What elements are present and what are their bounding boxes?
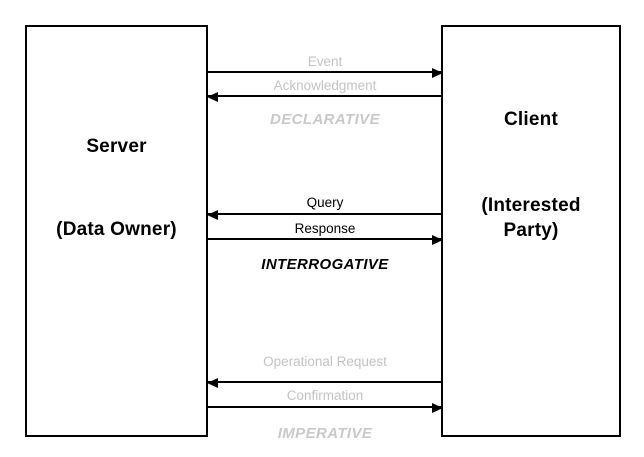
arrowhead-right-icon	[432, 235, 443, 245]
group-label-interrogative: INTERROGATIVE	[261, 256, 389, 273]
group-label-declarative: DECLARATIVE	[270, 111, 380, 128]
arrowhead-left-icon	[207, 210, 218, 220]
actor-server-name: Server	[86, 136, 147, 157]
message-arrow-event	[208, 68, 443, 78]
actor-box-server: Server (Data Owner)	[25, 25, 208, 437]
actor-server-subtitle: (Data Owner)	[56, 219, 177, 240]
message-arrow-query	[207, 210, 442, 220]
message-label-acknowledgment: Acknowledgment	[273, 78, 377, 93]
actor-client-subtitle-line2: Party)	[503, 220, 559, 241]
arrowhead-right-icon	[432, 403, 443, 413]
message-label-event: Event	[307, 54, 343, 69]
actor-client-name: Client	[504, 109, 558, 130]
message-arrow-operational-request	[207, 378, 442, 388]
actor-box-client: Client (Interested Party)	[441, 25, 621, 437]
group-label-imperative: IMPERATIVE	[277, 425, 373, 442]
message-arrow-confirmation	[208, 403, 443, 413]
message-arrow-response	[208, 235, 443, 245]
message-label-operational-request: Operational Request	[263, 354, 387, 369]
actor-client-subtitle: (Interested Party)	[443, 193, 619, 243]
arrowhead-right-icon	[432, 68, 443, 78]
actor-client-subtitle-line1: (Interested	[481, 195, 581, 216]
arrowhead-left-icon	[207, 378, 218, 388]
message-label-response: Response	[294, 221, 356, 236]
message-label-query: Query	[306, 195, 344, 210]
message-label-confirmation: Confirmation	[286, 388, 364, 403]
arrowhead-left-icon	[207, 92, 218, 102]
message-arrow-acknowledgment	[207, 92, 442, 102]
